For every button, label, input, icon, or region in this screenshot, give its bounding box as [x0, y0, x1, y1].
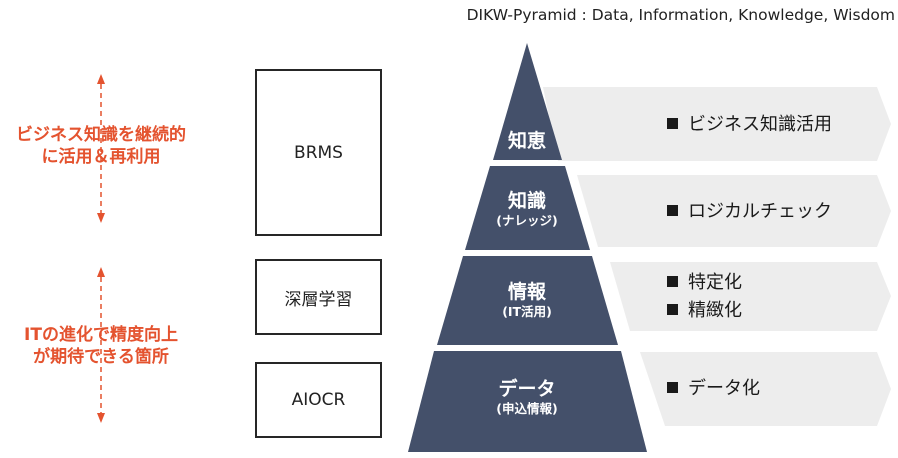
black-square-icon — [667, 118, 678, 129]
deep-learning-box: 深層学習 — [255, 259, 382, 335]
tier-data-label: データ (申込情報) — [467, 378, 587, 417]
bullet-text: 精緻化 — [688, 300, 742, 321]
tier-information-subtitle: (IT活用) — [502, 304, 552, 319]
tier-wisdom-title: 知恵 — [507, 130, 546, 152]
note-it-evolution: ITの進化で精度向上 が期待できる箇所 — [0, 324, 202, 368]
black-square-icon — [667, 304, 678, 315]
dashed-double-arrow-top — [97, 74, 105, 223]
tier-information — [437, 256, 618, 345]
bullet-text: 特定化 — [688, 272, 742, 293]
tier-knowledge — [465, 166, 590, 250]
band-data — [640, 352, 891, 426]
diagram-title: DIKW-Pyramid : Data, Information, Knowle… — [466, 6, 895, 24]
tier-data-title: データ — [498, 378, 556, 400]
tier-knowledge-title: 知識 — [507, 190, 546, 212]
tier-knowledge-label: 知識 (ナレッジ) — [477, 190, 577, 229]
band-knowledge — [577, 175, 891, 247]
note-line: ビジネス知識を継続的 — [16, 125, 186, 145]
bullet-information-2: 精緻化 — [667, 298, 742, 324]
bullet-information-1: 特定化 — [667, 270, 742, 296]
tier-data-subtitle: (申込情報) — [496, 401, 558, 416]
dashed-double-arrow-bottom — [97, 267, 105, 423]
black-square-icon — [667, 276, 678, 287]
tier-information-label: 情報 (IT活用) — [477, 281, 577, 320]
tier-data — [408, 351, 647, 452]
band-wisdom — [543, 87, 891, 161]
tier-wisdom-label: 知恵 — [487, 130, 567, 152]
black-square-icon — [667, 205, 678, 216]
brms-label: BRMS — [294, 142, 343, 163]
tier-knowledge-subtitle: (ナレッジ) — [496, 213, 558, 228]
bullet-data: データ化 — [667, 376, 760, 402]
note-line: が期待できる箇所 — [33, 347, 169, 367]
aiocr-label: AIOCR — [291, 390, 346, 410]
aiocr-box: AIOCR — [255, 362, 382, 438]
band-information — [610, 262, 891, 331]
bullet-wisdom: ビジネス知識活用 — [667, 112, 832, 138]
bullet-knowledge: ロジカルチェック — [667, 199, 832, 225]
brms-box: BRMS — [255, 69, 382, 236]
bullet-text: データ化 — [688, 378, 760, 399]
bullet-text: ロジカルチェック — [688, 201, 832, 222]
note-business-knowledge: ビジネス知識を継続的 に活用＆再利用 — [0, 124, 202, 168]
tier-information-title: 情報 — [507, 281, 546, 303]
tier-wisdom — [493, 43, 562, 160]
black-square-icon — [667, 382, 678, 393]
deep-learning-label: 深層学習 — [284, 289, 353, 310]
note-line: ITの進化で精度向上 — [24, 325, 178, 345]
note-line: に活用＆再利用 — [41, 147, 161, 167]
bullet-text: ビジネス知識活用 — [688, 114, 832, 135]
